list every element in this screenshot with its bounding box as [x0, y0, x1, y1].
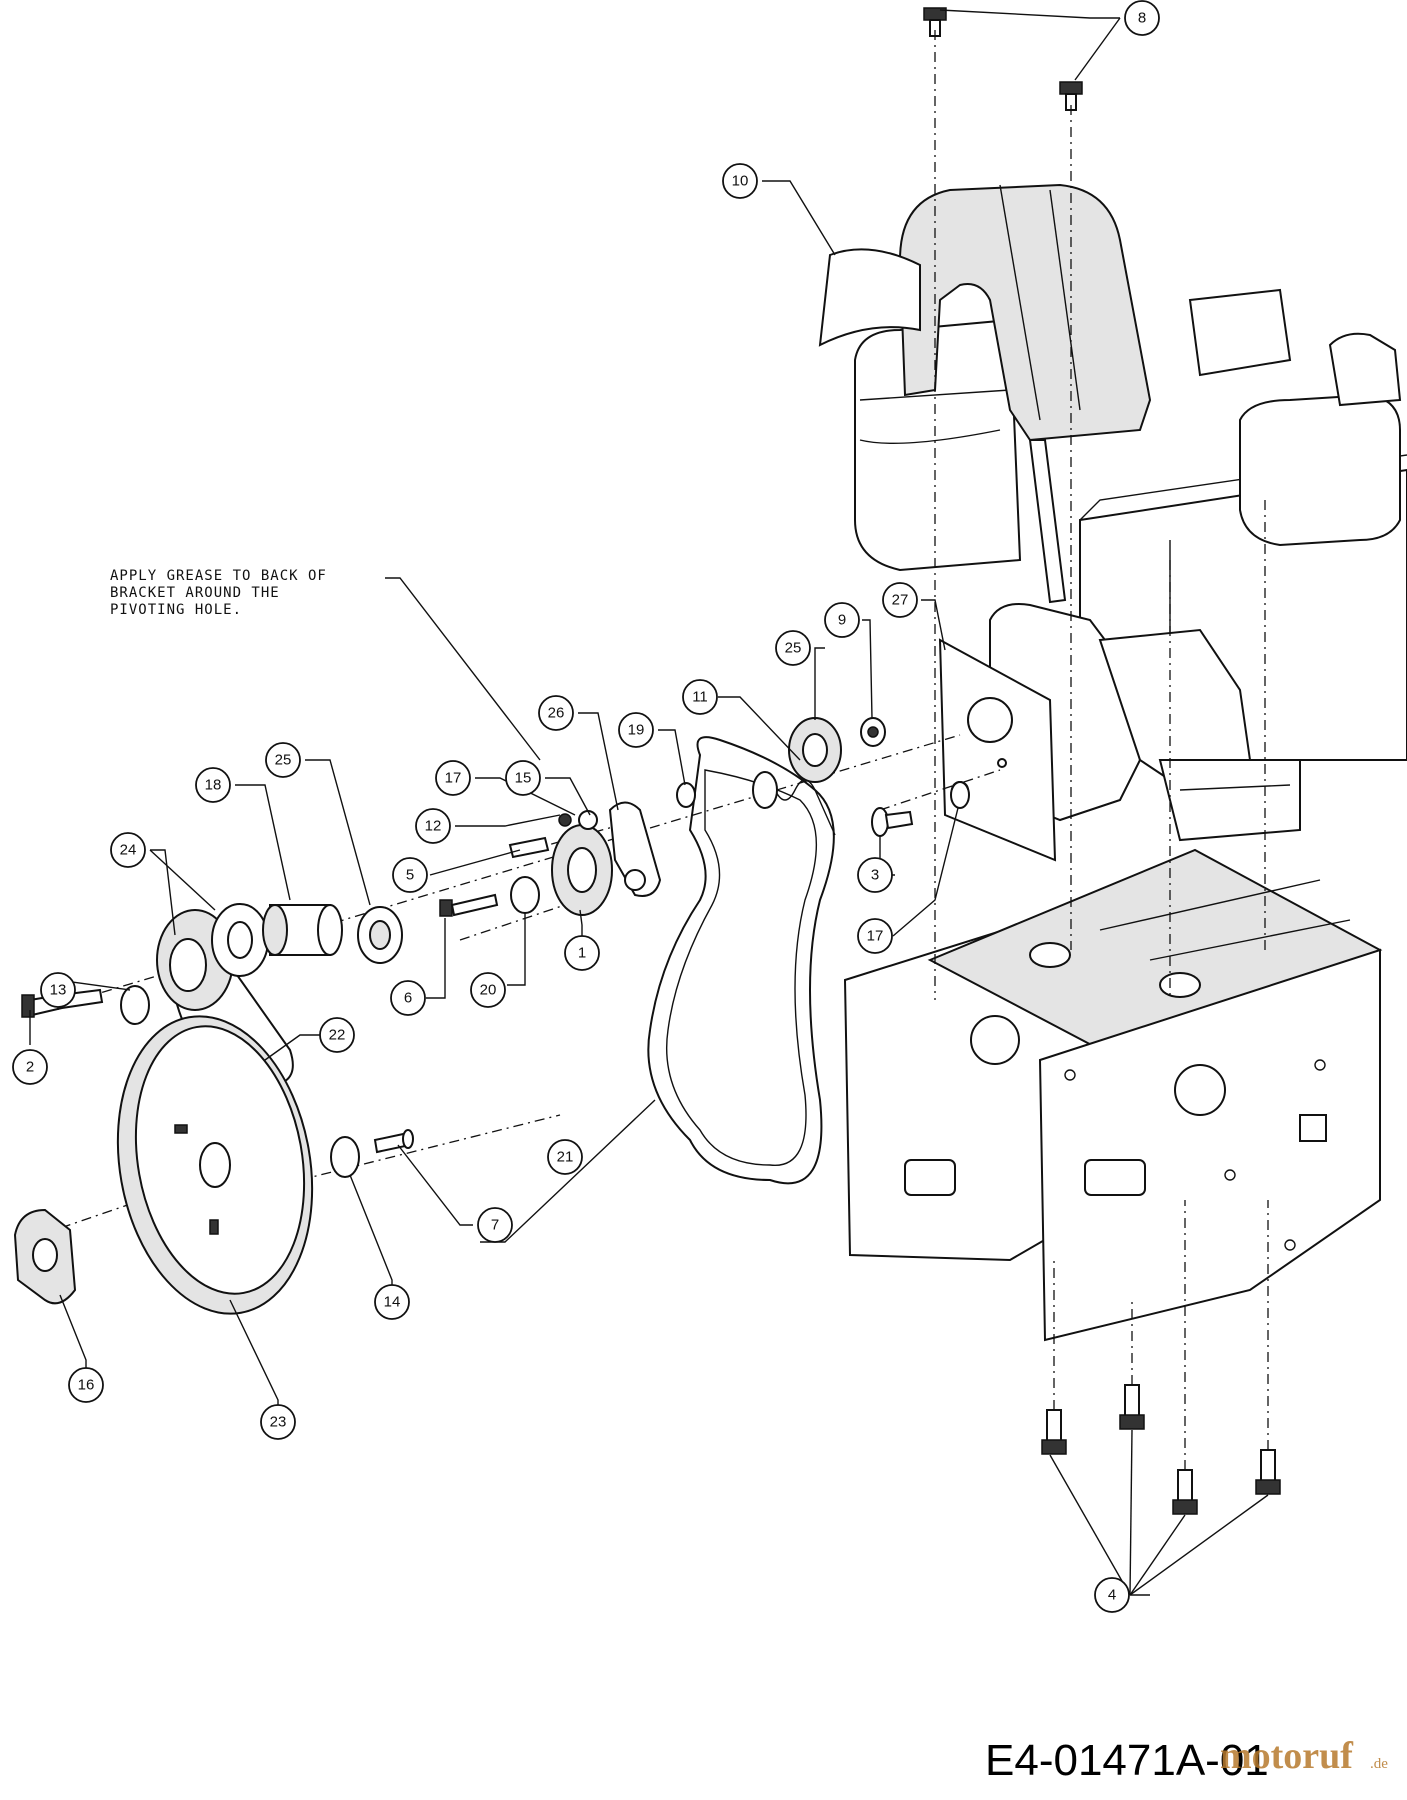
- callout-label: 9: [838, 612, 846, 629]
- callout-c18: 18: [195, 767, 231, 803]
- callout-c6: 6: [390, 980, 426, 1016]
- callout-label: 15: [515, 770, 532, 787]
- callout-label: 8: [1138, 10, 1146, 27]
- callout-c13: 13: [40, 972, 76, 1008]
- callout-label: 13: [50, 982, 67, 999]
- callout-label: 10: [732, 173, 749, 190]
- note-line-3: PIVOTING HOLE.: [110, 602, 242, 618]
- note-line-1: APPLY GREASE TO BACK OF: [110, 568, 327, 584]
- callout-label: 22: [329, 1027, 346, 1044]
- callout-label: 20: [480, 982, 497, 999]
- frame-assembly: [843, 848, 1383, 1342]
- callout-label: 19: [628, 722, 645, 739]
- callout-label: 6: [404, 990, 412, 1007]
- drive-parts: [13, 717, 970, 1315]
- callout-c25a: 25: [265, 742, 301, 778]
- callout-label: 3: [871, 867, 879, 884]
- callout-c12: 12: [415, 808, 451, 844]
- callout-c24: 24: [110, 832, 146, 868]
- callout-label: 17: [445, 770, 462, 787]
- diagram-code: E4-01471A-01: [985, 1736, 1269, 1785]
- callout-label: 2: [26, 1059, 34, 1076]
- callout-c15: 15: [505, 760, 541, 796]
- callout-label: 12: [425, 818, 442, 835]
- callout-c26: 26: [538, 695, 574, 731]
- callout-label: 26: [548, 705, 565, 722]
- callout-label: 24: [120, 842, 137, 859]
- callout-c16: 16: [68, 1367, 104, 1403]
- frame-bolts: [1041, 1384, 1281, 1515]
- callout-label: 4: [1108, 1587, 1116, 1604]
- callout-label: 1: [578, 945, 586, 962]
- callout-c25b: 25: [775, 630, 811, 666]
- callout-c17a: 17: [435, 760, 471, 796]
- callout-c1: 1: [564, 935, 600, 971]
- assembly-note: APPLY GREASE TO BACK OF BRACKET AROUND T…: [110, 568, 327, 618]
- callout-c7: 7: [477, 1207, 513, 1243]
- callout-c19: 19: [618, 712, 654, 748]
- callout-label: 23: [270, 1414, 287, 1431]
- note-line-2: BRACKET AROUND THE: [110, 585, 280, 601]
- callout-label: 5: [406, 867, 414, 884]
- callout-label: 25: [275, 752, 292, 769]
- callout-label: 18: [205, 777, 222, 794]
- callout-c5: 5: [392, 857, 428, 893]
- callout-c20: 20: [470, 972, 506, 1008]
- top-bolts: [923, 7, 1083, 111]
- callout-c17b: 17: [857, 918, 893, 954]
- callout-label: 14: [384, 1294, 401, 1311]
- callout-label: 27: [892, 592, 909, 609]
- callout-label: 17: [867, 928, 884, 945]
- watermark-logo: motoruf: [1220, 1735, 1354, 1777]
- callout-label: 25: [785, 640, 802, 657]
- callout-label: 11: [692, 689, 708, 706]
- callout-label: 21: [557, 1149, 574, 1166]
- callout-c10: 10: [722, 163, 758, 199]
- watermark-logo-suffix: .de: [1370, 1756, 1388, 1772]
- callout-c9: 9: [824, 602, 860, 638]
- callout-c3: 3: [857, 857, 893, 893]
- callout-c21: 21: [547, 1139, 583, 1175]
- callout-label: 16: [78, 1377, 95, 1394]
- callout-c14: 14: [374, 1284, 410, 1320]
- engine-assembly: [818, 183, 1407, 842]
- callout-c11: 11: [682, 679, 718, 715]
- callout-c4: 4: [1094, 1577, 1130, 1613]
- callout-c2: 2: [12, 1049, 48, 1085]
- callout-c27: 27: [882, 582, 918, 618]
- callout-c23: 23: [260, 1404, 296, 1440]
- callout-label: 7: [491, 1217, 499, 1234]
- callout-c8: 8: [1124, 0, 1160, 36]
- callout-c22: 22: [319, 1017, 355, 1053]
